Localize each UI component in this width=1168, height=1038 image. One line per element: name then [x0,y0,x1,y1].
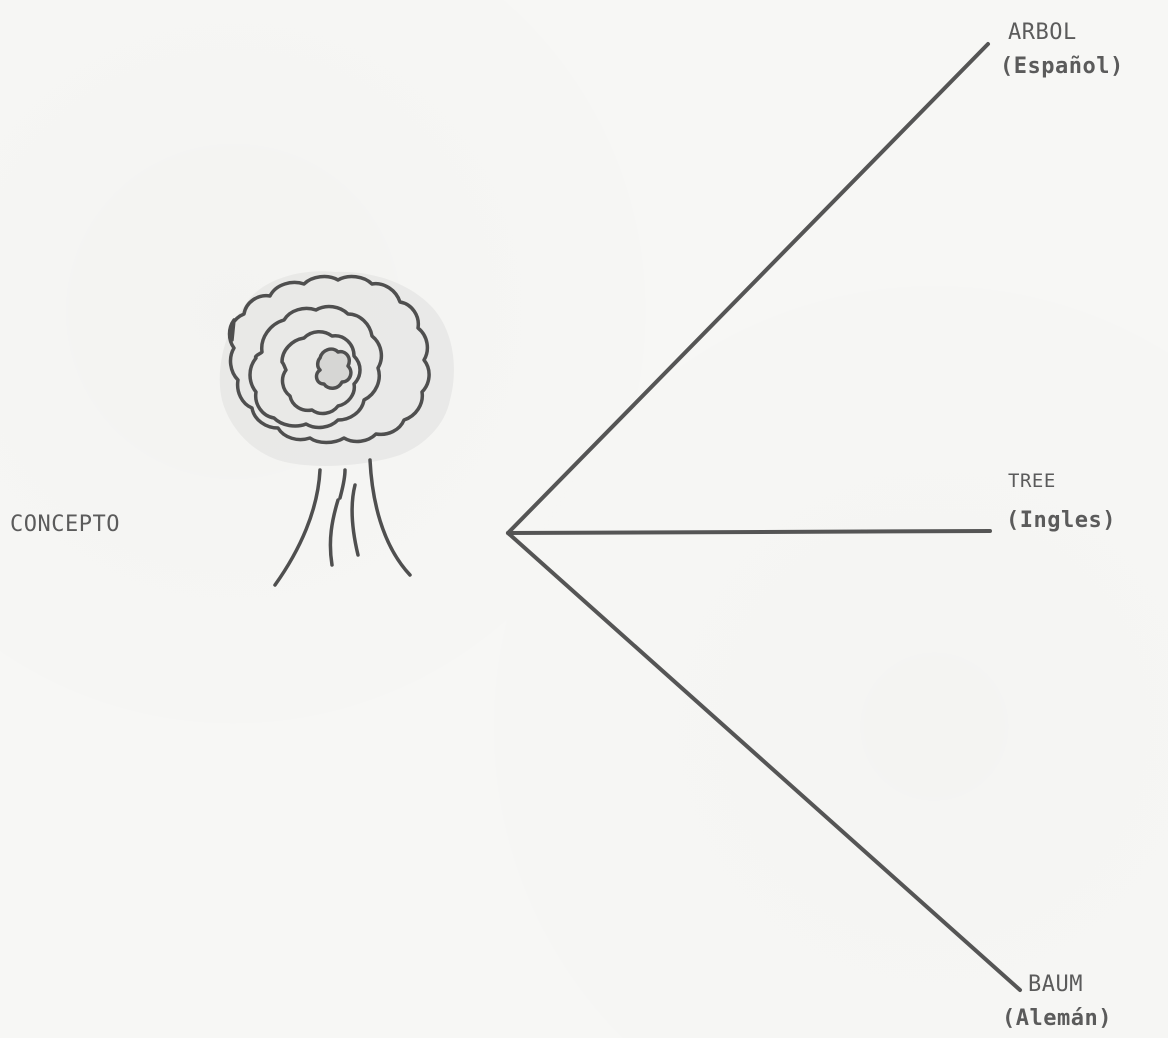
trunk-line-1 [330,500,338,565]
tree-icon [220,271,454,585]
word-baum: BAUM [1028,970,1083,1000]
trunk-line-2 [352,485,358,555]
connector-lines [508,44,1020,990]
language-german: (Alemán) [1002,1004,1112,1034]
trunk-line-3 [340,470,345,498]
canopy-center [317,349,351,388]
language-spanish: (Español) [1000,52,1124,82]
word-tree: TREE [1008,466,1056,496]
trunk-left [275,470,320,585]
line-to-tree [508,531,990,533]
trunk-right [370,460,410,575]
language-english: (Ingles) [1006,506,1116,536]
word-arbol: ARBOL [1008,18,1077,48]
concept-label: CONCEPTO [10,510,120,540]
line-to-baum [508,533,1020,990]
line-to-arbol [508,44,988,533]
